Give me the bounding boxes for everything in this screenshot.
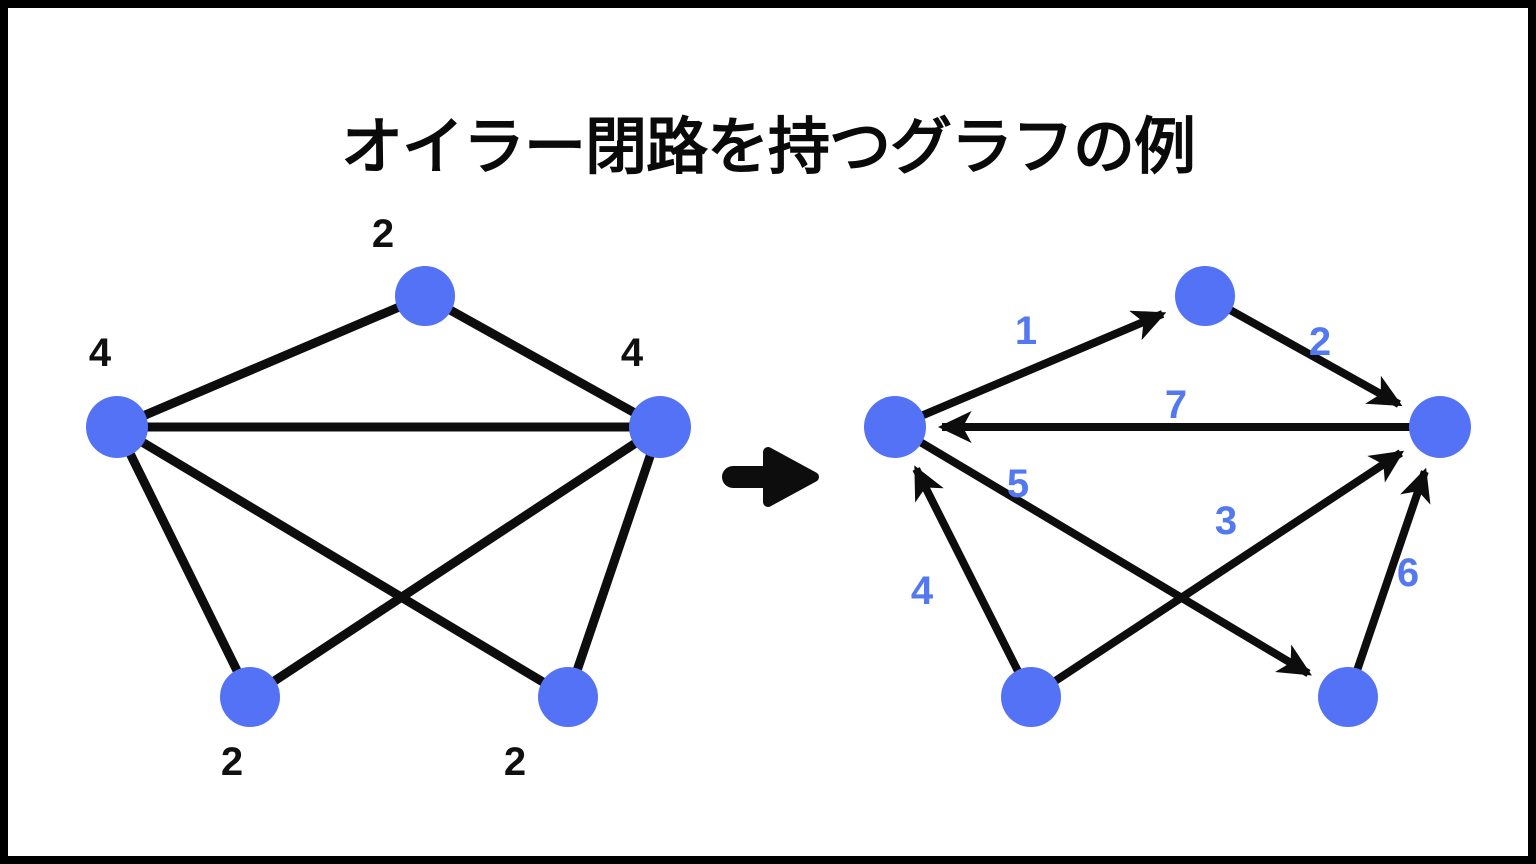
edge-order-label-1: 1 bbox=[1015, 309, 1037, 353]
edge-order-label-3: 3 bbox=[1215, 499, 1237, 543]
euler-node-bottom-left[interactable] bbox=[1001, 667, 1061, 727]
edge-left-bottom-left bbox=[112, 422, 255, 702]
edge-order-label-5: 5 bbox=[1007, 462, 1029, 506]
figure-canvas: オイラー閉路を持つグラフの例 2 4 4 2 2 1 2 3 4 5 6 7 bbox=[8, 8, 1528, 856]
graph-node-bottom-left[interactable] bbox=[220, 667, 280, 727]
directed-edge-3-bottom-left-to-right bbox=[1052, 449, 1405, 685]
edge-left-bottom-right bbox=[112, 422, 573, 702]
euler-node-top[interactable] bbox=[1175, 266, 1235, 326]
graph-node-bottom-right[interactable] bbox=[538, 667, 598, 727]
edge-order-label-2: 2 bbox=[1309, 320, 1331, 364]
euler-node-bottom-right[interactable] bbox=[1318, 667, 1378, 727]
right-graph-order-label-group: 1 2 3 4 5 6 7 bbox=[911, 309, 1419, 613]
degree-label-top: 2 bbox=[372, 212, 394, 256]
right-graph-edge-group bbox=[912, 306, 1431, 685]
edge-order-label-6: 6 bbox=[1397, 551, 1419, 595]
graph-illustration: オイラー閉路を持つグラフの例 2 4 4 2 2 1 2 3 4 5 6 7 bbox=[86, 110, 1471, 784]
degree-label-bottom-right: 2 bbox=[504, 740, 526, 784]
edge-order-label-7: 7 bbox=[1165, 383, 1187, 427]
directed-edge-1-left-to-top bbox=[920, 310, 1167, 420]
edge-top-right bbox=[420, 291, 665, 432]
degree-label-right: 4 bbox=[621, 331, 644, 375]
right-arrow-icon bbox=[722, 447, 819, 507]
edge-right-bottom-left bbox=[245, 422, 665, 702]
left-graph-edge-group bbox=[112, 291, 665, 702]
page-title: オイラー閉路を持つグラフの例 bbox=[341, 110, 1195, 183]
euler-node-right[interactable] bbox=[1409, 396, 1471, 458]
edge-left-top bbox=[112, 291, 430, 432]
graph-node-top[interactable] bbox=[395, 266, 455, 326]
right-graph-node-group bbox=[864, 266, 1471, 727]
degree-label-bottom-left: 2 bbox=[221, 740, 243, 784]
graph-node-left[interactable] bbox=[86, 396, 148, 458]
euler-node-left[interactable] bbox=[864, 396, 926, 458]
edge-right-bottom-right bbox=[563, 422, 665, 702]
left-graph-node-group bbox=[86, 266, 691, 727]
directed-edge-2-top-to-right bbox=[1227, 306, 1403, 408]
directed-edge-5-left-to-bottom-right bbox=[917, 438, 1312, 677]
edge-order-label-4: 4 bbox=[911, 569, 934, 613]
directed-edge-4-bottom-left-to-left bbox=[912, 465, 1022, 674]
degree-label-left: 4 bbox=[89, 331, 112, 375]
left-graph-degree-label-group: 2 4 4 2 2 bbox=[89, 212, 644, 784]
directed-edge-6-bottom-right-to-right bbox=[1353, 467, 1431, 672]
graph-node-right[interactable] bbox=[629, 396, 691, 458]
